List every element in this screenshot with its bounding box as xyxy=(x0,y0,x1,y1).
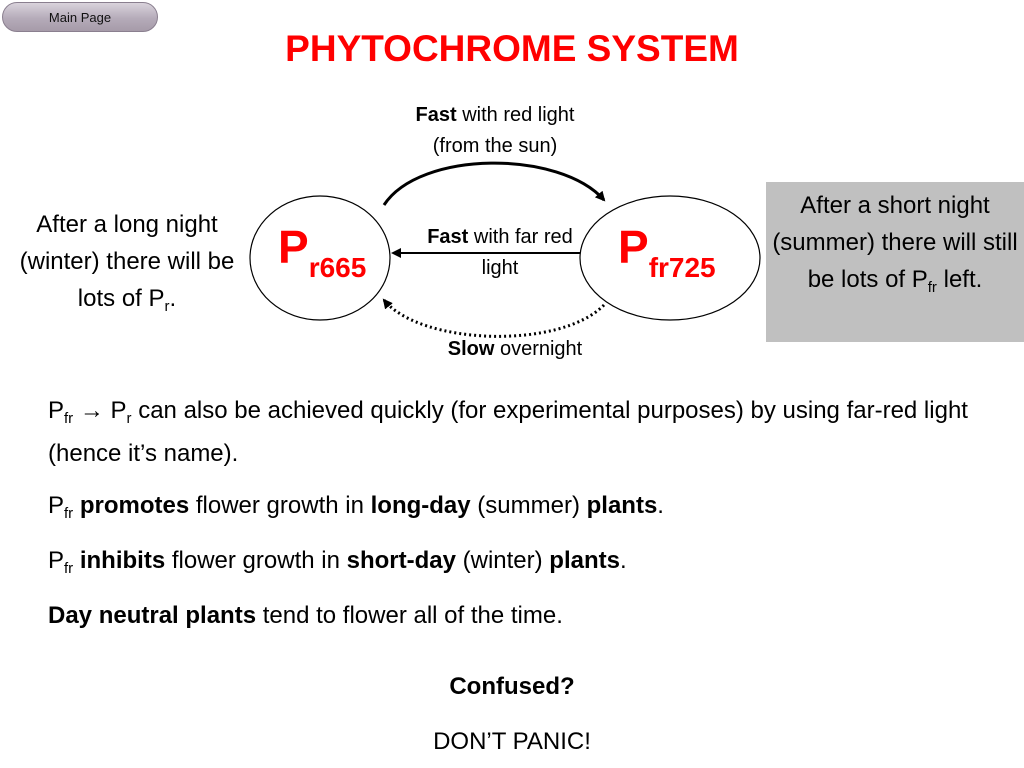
paragraph-inhibits: Pfr inhibits flower growth in short-day … xyxy=(48,547,627,577)
middle-arrow-label: Fast with far red light xyxy=(427,226,573,279)
right-note-box: After a short night (summer) there will … xyxy=(766,182,1024,342)
paragraph-promotes: Pfr promotes flower growth in long-day (… xyxy=(48,492,664,522)
paragraph-day-neutral: Day neutral plants tend to flower all of… xyxy=(48,602,563,629)
top-arrow xyxy=(382,161,606,206)
node-pfr-label: Pfr725 xyxy=(618,221,716,283)
dont-panic-text: DON’T PANIC! xyxy=(433,728,591,755)
bottom-arrow-label: Slow overnight xyxy=(447,338,583,360)
main-page-button[interactable]: Main Page xyxy=(2,2,158,32)
paragraph-far-red: Pfr → Pr can also be achieved quickly (f… xyxy=(48,397,968,467)
node-pfr-ellipse xyxy=(579,195,761,321)
node-pr-ellipse xyxy=(249,195,391,321)
confused-heading: Confused? xyxy=(449,673,575,700)
top-arrow-label: Fast with red light (from the sun) xyxy=(415,104,575,157)
bottom-arrow xyxy=(382,298,606,338)
phytochrome-cycle-diagram xyxy=(249,161,761,338)
node-pr-label: Pr665 xyxy=(278,221,367,283)
left-note: After a long night (winter) there will b… xyxy=(19,211,235,315)
page-title: PHYTOCHROME SYSTEM xyxy=(285,28,739,69)
